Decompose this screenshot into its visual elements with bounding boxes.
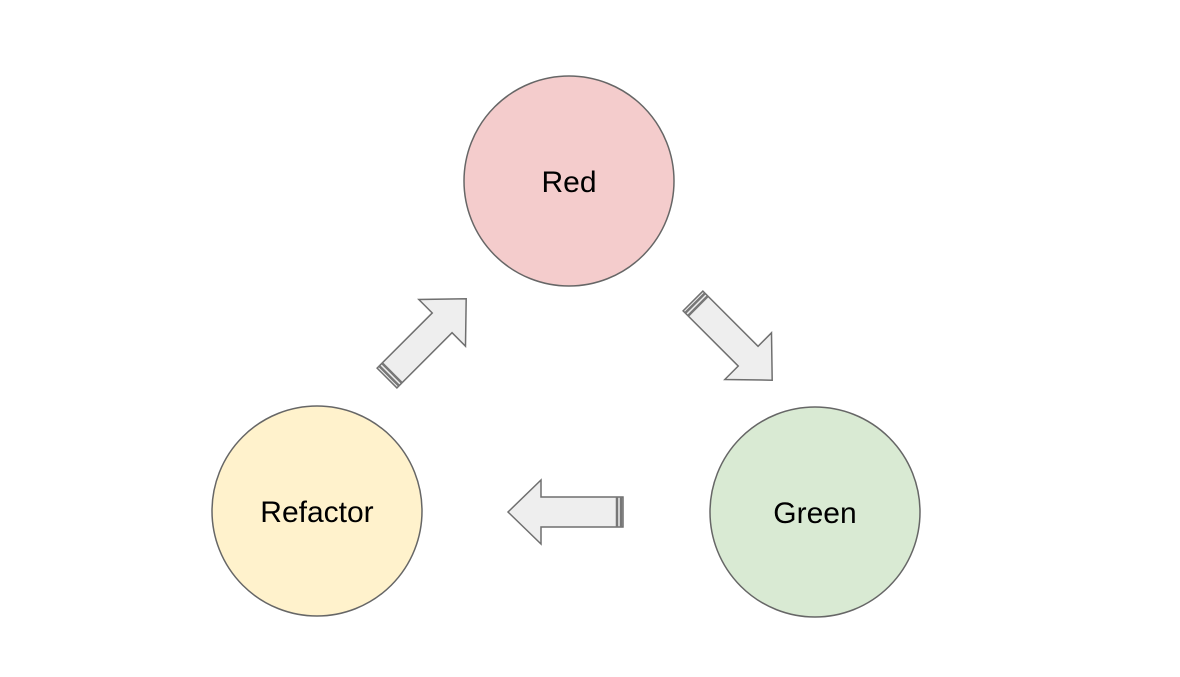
node-green: Green (709, 406, 921, 618)
node-green-label: Green (773, 497, 856, 530)
node-red: Red (463, 75, 675, 287)
node-red-label: Red (541, 166, 596, 199)
node-refactor-circle (211, 405, 423, 617)
arrow-red-to-green-shape (682, 290, 773, 381)
arrow-green-to-refactor-shape (506, 478, 624, 546)
node-refactor: Refactor (211, 405, 423, 617)
arrow-refactor-to-red-tail-stripe (378, 365, 400, 387)
node-green-circle (709, 406, 921, 618)
arrow-green-to-refactor (506, 478, 624, 546)
arrow-refactor-to-red-tail-stripe (381, 362, 403, 384)
arrow-red-to-green (682, 290, 773, 381)
node-red-circle (463, 75, 675, 287)
node-refactor-label: Refactor (260, 496, 373, 529)
arrow-red-to-green-tail-stripe (684, 292, 706, 314)
arrow-refactor-to-red-shape (376, 298, 467, 389)
arrow-refactor-to-red (376, 298, 467, 389)
arrow-red-to-green-tail-stripe (687, 295, 709, 317)
